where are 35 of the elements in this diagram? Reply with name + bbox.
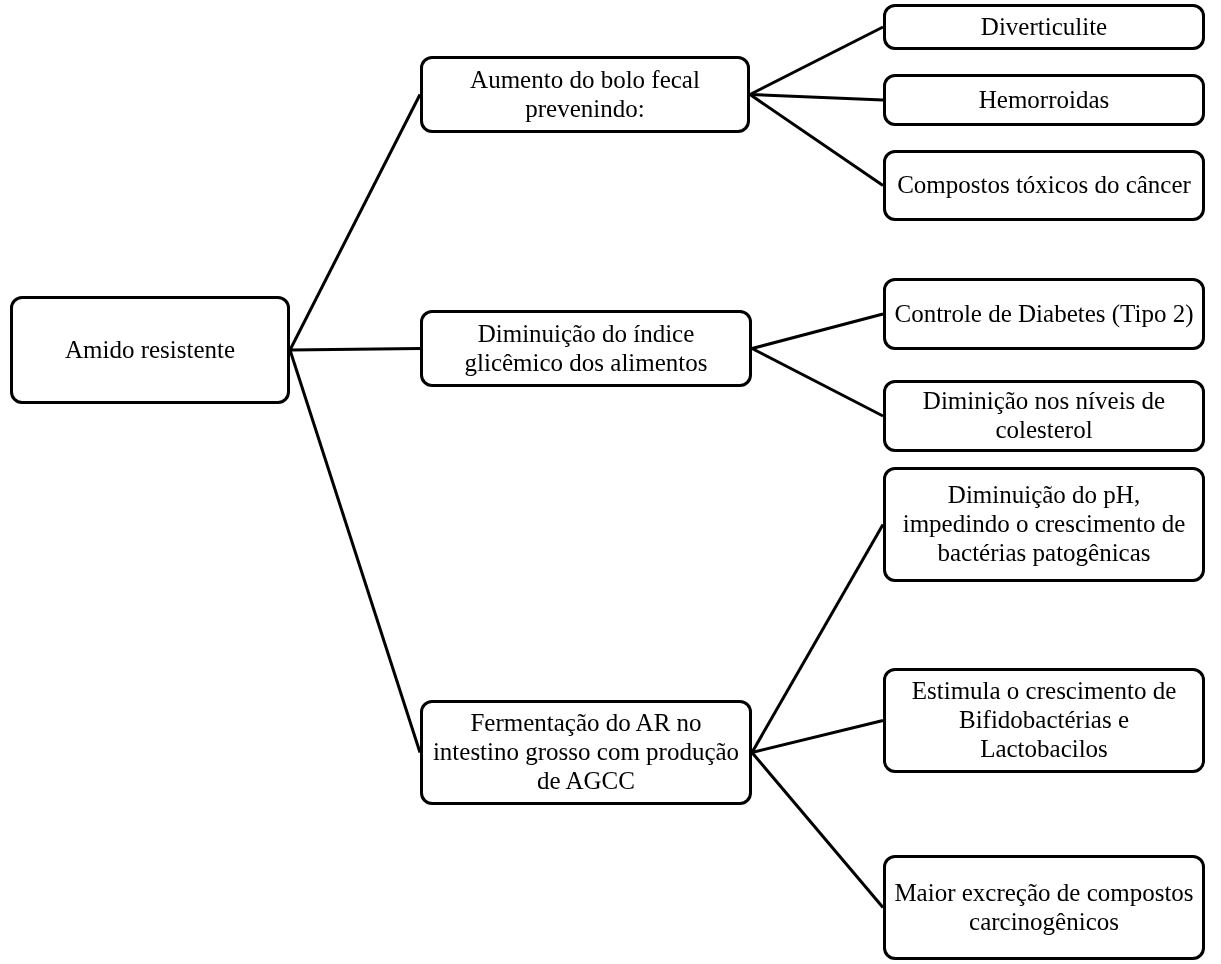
box-text: Maior excreção de compostos carcinogênicos bbox=[893, 878, 1195, 937]
connector-line bbox=[751, 719, 884, 754]
connector-line bbox=[751, 347, 884, 418]
connector-line bbox=[749, 93, 884, 102]
rounded-box bbox=[883, 278, 1205, 350]
box-text: Amido resistente bbox=[64, 335, 236, 365]
rounded-box bbox=[883, 668, 1205, 773]
box-text: Hemorroidas bbox=[978, 85, 1110, 115]
box-text: Diverticulite bbox=[980, 12, 1108, 42]
rounded-box bbox=[883, 380, 1205, 452]
connector-line bbox=[288, 93, 422, 351]
connector-line bbox=[290, 347, 420, 352]
rounded-box bbox=[883, 74, 1205, 126]
rounded-box bbox=[883, 855, 1205, 960]
connector-line bbox=[288, 349, 422, 753]
rounded-box bbox=[420, 56, 750, 133]
box-text: Estimula o crescimento de Bifidobactérias e Lactobacilos bbox=[910, 677, 1178, 764]
connector-line bbox=[749, 93, 884, 187]
connector-line bbox=[750, 751, 885, 909]
rounded-box bbox=[883, 467, 1205, 582]
rounded-box bbox=[420, 700, 752, 805]
box-text: Diminição nos níveis de colesterol bbox=[921, 387, 1167, 445]
rounded-box bbox=[883, 150, 1205, 221]
box-text: Aumento do bolo fecal prevenindo: bbox=[469, 65, 701, 124]
box-text: Controle de Diabetes (Tipo 2) bbox=[894, 299, 1194, 329]
connector-line bbox=[751, 312, 884, 350]
box-text: Diminuição do pH, impedindo o crescimento de bactérias patogênicas bbox=[901, 481, 1187, 568]
connector-line bbox=[749, 25, 884, 96]
rounded-box bbox=[883, 4, 1205, 50]
rounded-box bbox=[420, 310, 752, 387]
rounded-box bbox=[10, 296, 290, 404]
box-text: Diminuição do índice glicêmico dos alimentos bbox=[463, 319, 709, 378]
box-text: Fermentação do AR no intestino grosso com produção de AGCC bbox=[431, 709, 741, 796]
connector-line bbox=[750, 523, 885, 754]
box-text: Compostos tóxicos do câncer bbox=[897, 171, 1191, 200]
